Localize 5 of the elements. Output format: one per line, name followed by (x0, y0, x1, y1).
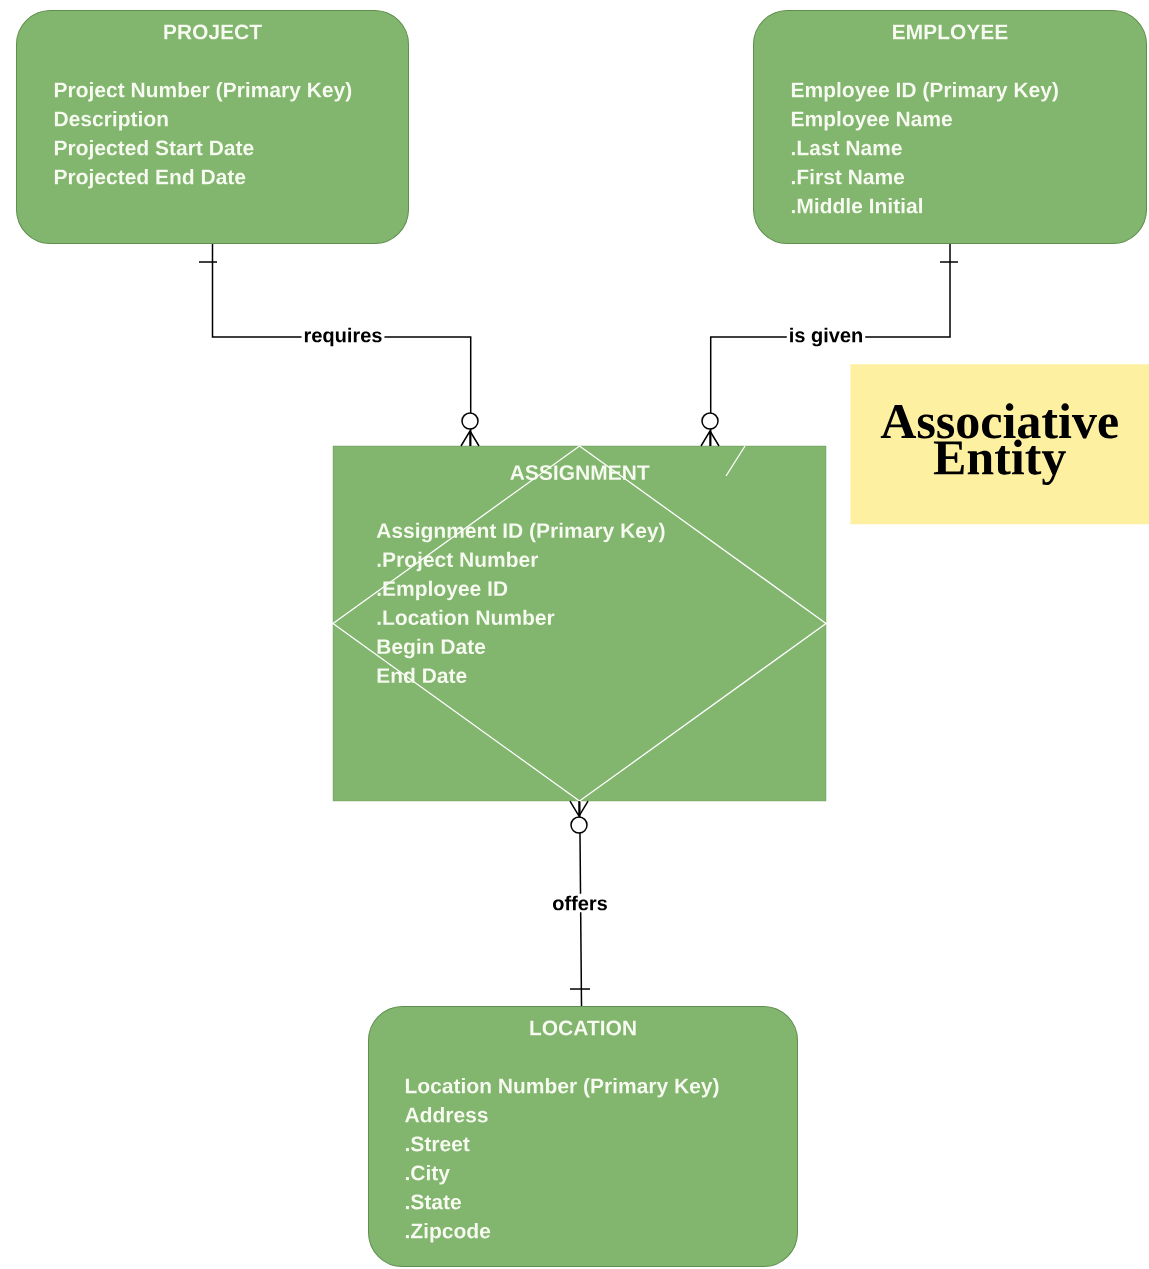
relationship-line (569, 800, 591, 1007)
note-box: Associative Entity (850, 364, 1149, 525)
entity-box: LOCATION Location Number (Primary Key) Address .Street .City .State .Zipcode (368, 1006, 798, 1267)
entity-box: PROJECT Project Number (Primary Key) Description Projected Start Date Projected End Date (16, 10, 409, 244)
entity-box: EMPLOYEE Employee ID (Primary Key) Employee Name .Last Name .First Name .Middle Initial (753, 10, 1147, 244)
